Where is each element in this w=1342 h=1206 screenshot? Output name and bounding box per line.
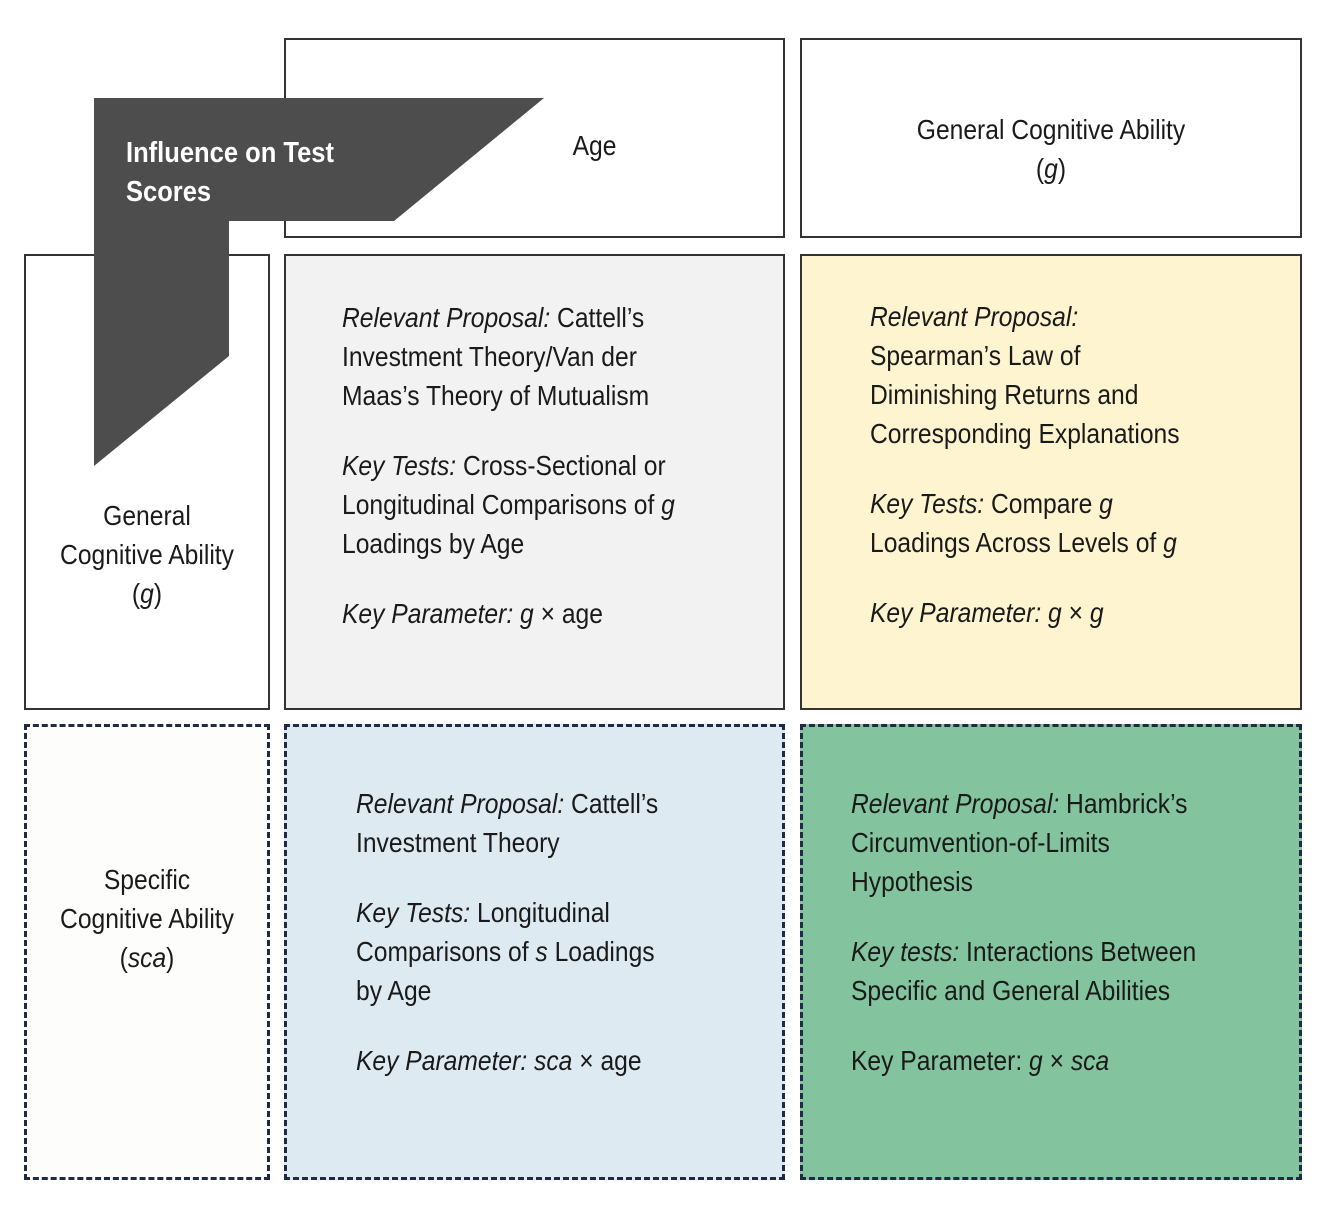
key-parameter: Key Parameter: g × age bbox=[342, 598, 603, 629]
influence-banner-polygon bbox=[94, 98, 544, 466]
cell-sca-by-age-text: Relevant Proposal: Cattell’s Investment … bbox=[356, 784, 658, 1080]
cell-sca-by-g-text: Relevant Proposal: Hambrick’s Circumvent… bbox=[851, 784, 1196, 1080]
relevant-proposal: Relevant Proposal: Cattell’s Investment … bbox=[342, 302, 650, 411]
column-header-general-ability: General Cognitive Ability (g) bbox=[800, 38, 1302, 238]
key-parameter: Key Parameter: g × sca bbox=[851, 1045, 1110, 1076]
relevant-proposal: Relevant Proposal: Hambrick’s Circumvent… bbox=[851, 788, 1188, 897]
cell-g-by-g-text: Relevant Proposal: Spearman’s Law of Dim… bbox=[870, 297, 1180, 632]
row-header-specific-ability-label: Specific Cognitive Ability (sca) bbox=[60, 864, 234, 973]
cell-sca-by-age: Relevant Proposal: Cattell’s Investment … bbox=[284, 724, 785, 1180]
key-tests: Key tests: Interactions Between Specific… bbox=[851, 936, 1197, 1006]
relevant-proposal: Relevant Proposal: Cattell’s Investment … bbox=[356, 788, 659, 858]
key-tests: Key Tests: Compare g Loadings Across Lev… bbox=[870, 488, 1177, 558]
key-parameter: Key Parameter: sca × age bbox=[356, 1045, 642, 1076]
column-header-general-ability-label: General Cognitive Ability (g) bbox=[916, 114, 1186, 184]
key-tests: Key Tests: Cross-Sectional or Longitudin… bbox=[342, 450, 675, 559]
cell-g-by-g: Relevant Proposal: Spearman’s Law of Dim… bbox=[800, 254, 1302, 710]
cell-g-by-age-text: Relevant Proposal: Cattell’s Investment … bbox=[342, 298, 675, 633]
key-parameter: Key Parameter: g × g bbox=[870, 597, 1104, 628]
row-header-general-ability-label: General Cognitive Ability (g) bbox=[60, 500, 234, 609]
column-header-age-label: Age bbox=[572, 130, 617, 161]
relevant-proposal: Relevant Proposal: Spearman’s Law of Dim… bbox=[870, 301, 1180, 449]
row-header-specific-ability: Specific Cognitive Ability (sca) bbox=[24, 724, 270, 1180]
cell-g-by-age: Relevant Proposal: Cattell’s Investment … bbox=[284, 254, 785, 710]
influence-banner-label: Influence on Test Scores bbox=[126, 137, 334, 208]
key-tests: Key Tests: Longitudinal Comparisons of s… bbox=[356, 897, 655, 1006]
cell-sca-by-g: Relevant Proposal: Hambrick’s Circumvent… bbox=[800, 724, 1302, 1180]
